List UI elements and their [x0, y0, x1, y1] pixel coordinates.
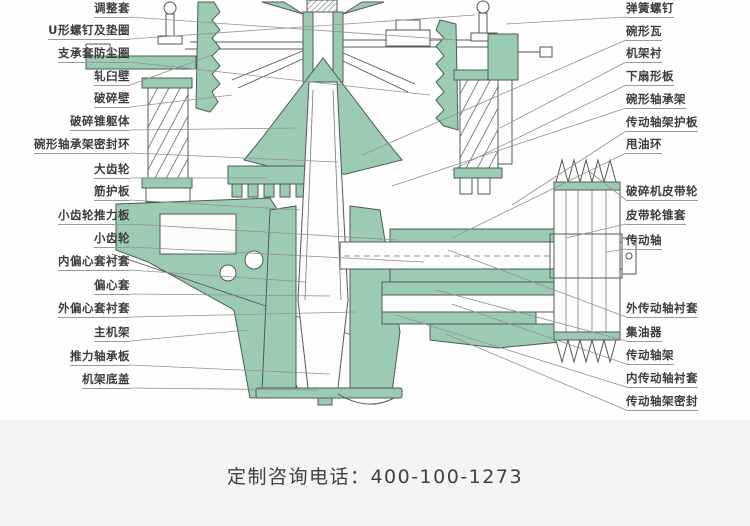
part-label-left-10: 小齿轮 [94, 232, 130, 248]
leader-line-right-13 [395, 314, 627, 388]
upper-right-bracket [385, 19, 553, 165]
part-label-right-4: 碗形轴承架 [626, 93, 686, 109]
part-label-right-9: 传动轴 [626, 234, 662, 250]
part-label-left-6: 碗形轴承架密封环 [34, 138, 130, 154]
part-label-right-13: 内传动轴衬套 [626, 372, 698, 388]
leader-line-right-5 [511, 130, 627, 206]
part-label-right-11: 集油器 [626, 326, 662, 342]
main-shaft-top [261, 0, 385, 83]
part-label-right-8: 皮带轮锥套 [626, 209, 686, 225]
leader-line-left-1 [129, 14, 476, 40]
leader-line-right-12 [451, 303, 627, 365]
part-label-right-5: 传动轴架护板 [626, 116, 698, 132]
eccentric-assembly [261, 205, 401, 393]
leader-line-right-4 [391, 107, 627, 187]
leader-line-left-4 [129, 94, 233, 108]
leader-line-left-14 [129, 329, 249, 342]
part-label-left-15: 推力轴承板 [70, 350, 130, 366]
leader-line-right-11 [435, 289, 627, 342]
part-label-left-11: 内偏心套衬套 [58, 255, 130, 271]
leader-line-left-15 [129, 364, 331, 375]
part-label-left-4: 破碎壁 [94, 92, 130, 108]
part-label-left-14: 主机架 [94, 326, 130, 342]
bottom-cover [255, 387, 403, 406]
part-label-right-3: 下扇形板 [626, 70, 674, 86]
leader-line-left-10 [129, 246, 425, 263]
part-label-left-8: 筋护板 [94, 185, 130, 201]
footer-bar [0, 420, 750, 526]
part-label-left-13: 外偏心套衬套 [58, 302, 130, 318]
leader-line-right-2 [499, 61, 627, 129]
consult-phone-text: 定制咨询电话：400-100-1273 [226, 466, 524, 488]
leader-line-right-7 [589, 171, 627, 201]
part-label-left-2: 支承套防尘圈 [58, 47, 130, 63]
part-label-right-10: 外传动轴衬套 [626, 302, 698, 318]
left-liner [195, 1, 221, 113]
leader-line-left-3 [129, 54, 213, 86]
part-label-right-1: 碗形瓦 [626, 25, 662, 41]
leader-lines [129, 14, 627, 411]
leader-line-right-10 [447, 249, 627, 318]
part-label-left-16: 机架底盖 [82, 373, 130, 389]
part-label-left-0: 调整套 [94, 2, 130, 18]
leader-line-left-6 [129, 152, 339, 163]
machine-illustration [85, 0, 637, 406]
part-label-left-7: 大齿轮 [94, 163, 130, 179]
part-label-right-2: 机架衬 [626, 47, 662, 63]
part-label-right-6: 甩油环 [626, 138, 662, 154]
part-label-right-0: 弹簧螺钉 [626, 2, 674, 18]
part-label-right-12: 传动轴架 [626, 349, 674, 365]
leader-line-right-9 [605, 248, 627, 253]
leader-line-right-3 [451, 84, 627, 171]
leader-line-left-16 [129, 387, 319, 391]
main-frame [111, 197, 373, 399]
part-label-right-14: 传动轴架密封 [626, 395, 698, 411]
leader-line-right-1 [361, 39, 627, 156]
leader-line-left-5 [129, 127, 297, 131]
leader-line-left-12 [129, 293, 331, 297]
leader-line-left-11 [129, 269, 307, 283]
drive-shaft-assembly [339, 228, 634, 349]
leader-line-right-8 [565, 223, 627, 239]
leader-line-left-2 [129, 61, 431, 96]
leader-line-right-0 [505, 16, 627, 25]
belt-pulley [549, 158, 637, 364]
right-liner [435, 19, 459, 131]
leader-line-left-13 [129, 311, 357, 318]
right-spring-assembly [453, 0, 503, 195]
part-label-left-9: 小齿轮推力板 [58, 209, 130, 225]
leader-line-left-9 [129, 223, 399, 241]
part-label-left-5: 破碎锥躯体 [70, 115, 130, 131]
part-label-left-1: U形螺钉及垫圈 [48, 24, 130, 40]
leader-line-left-8 [129, 199, 301, 211]
part-label-left-3: 轧臼壁 [94, 70, 130, 86]
part-label-left-12: 偏心套 [94, 279, 130, 295]
part-label-right-7: 破碎机皮带轮 [626, 185, 698, 201]
leader-line-right-6 [451, 152, 627, 239]
leader-line-left-0 [129, 16, 456, 41]
leader-line-right-14 [445, 333, 627, 411]
